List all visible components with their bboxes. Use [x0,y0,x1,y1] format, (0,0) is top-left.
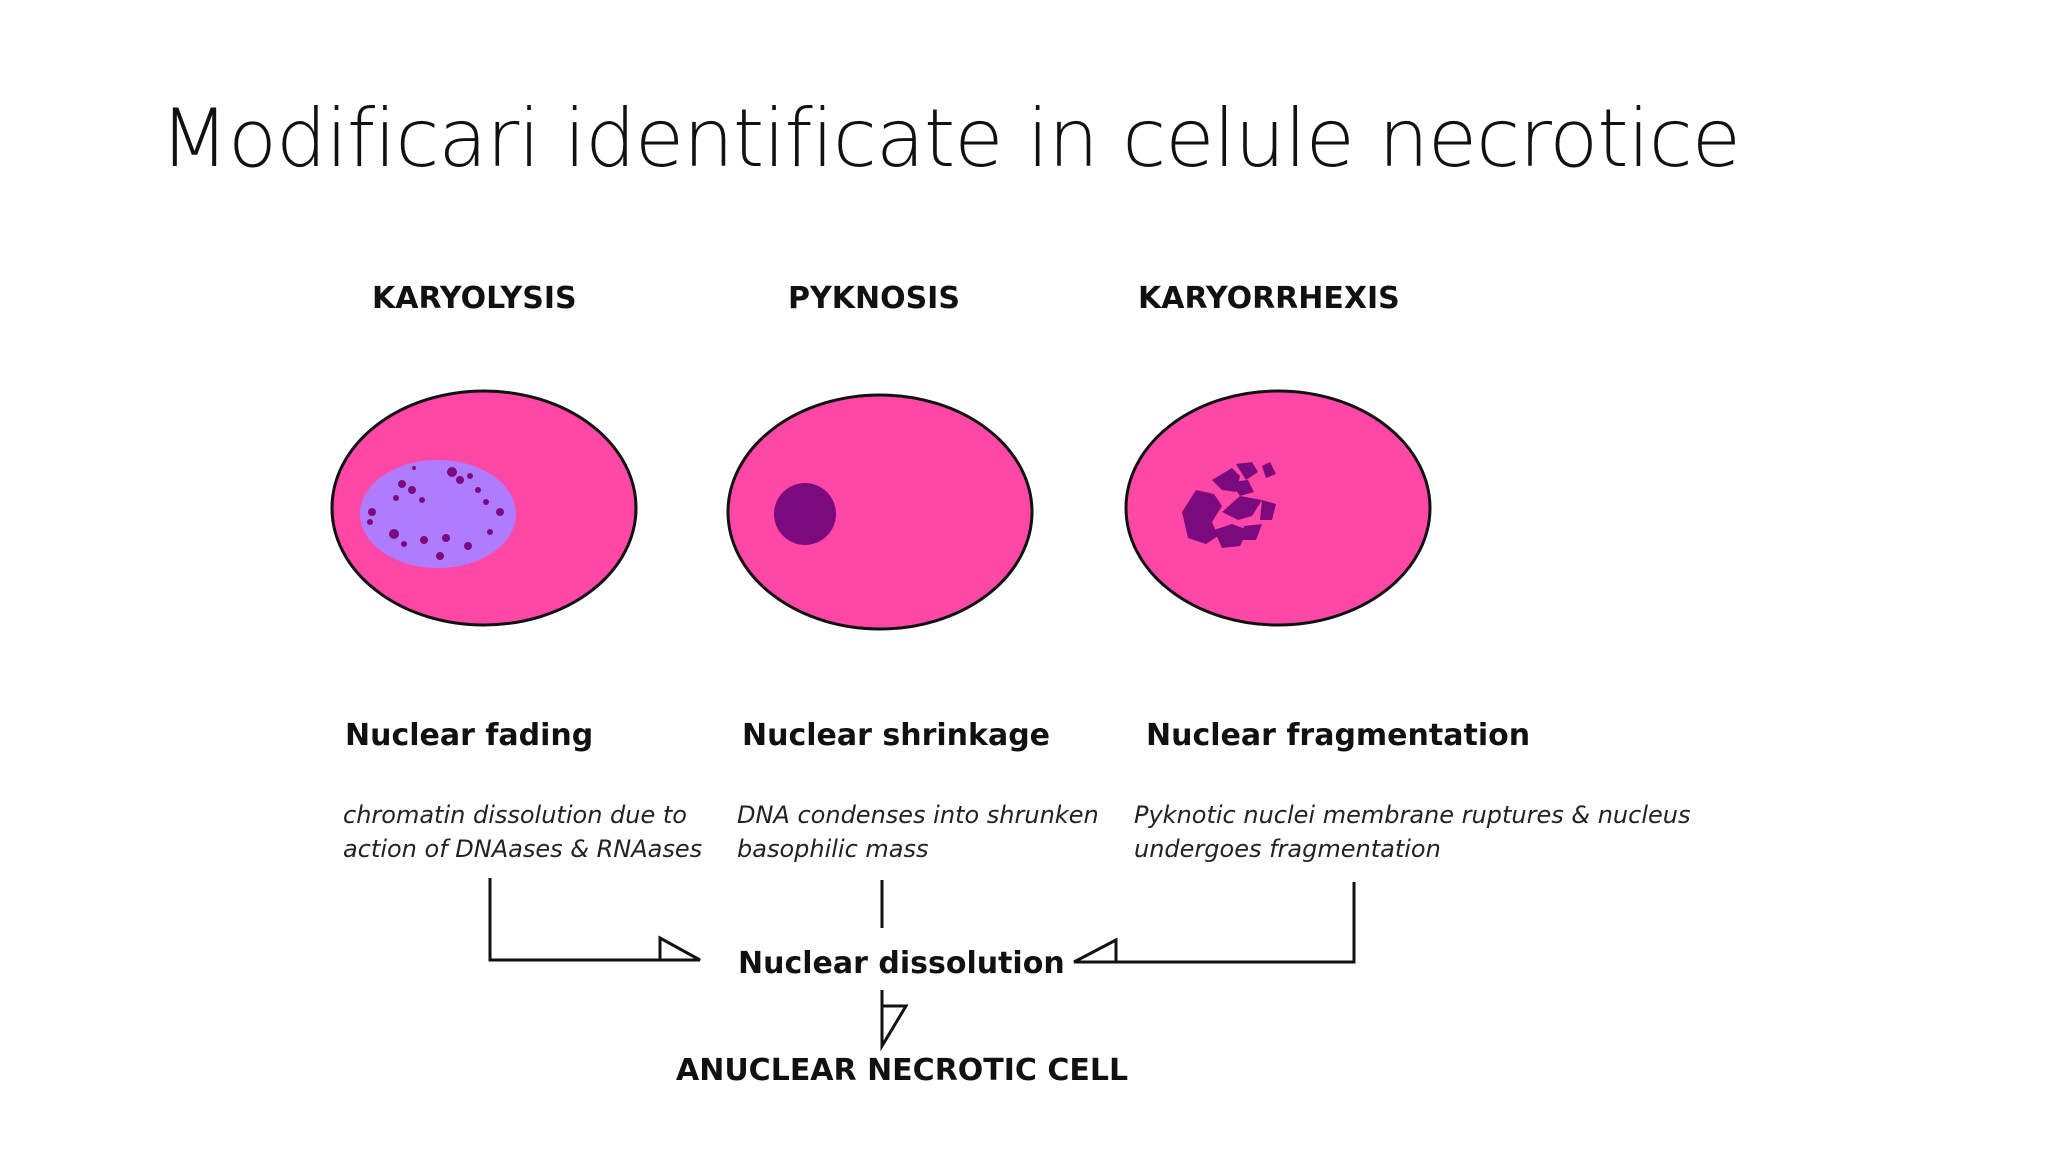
connector-right [1116,882,1356,964]
cytoplasm-pyknosis [726,393,1034,631]
nuclear-fragments [1182,462,1276,548]
arrowhead-down [880,1004,909,1052]
stage-heading-karyorrhexis: KARYORRHEXIS [1138,281,1400,316]
subtitle-karyorrhexis: Nuclear fragmentation [1146,718,1530,753]
merge-node-nuclear-dissolution: Nuclear dissolution [738,946,1065,981]
description-pyknosis-line1: DNA condenses into shrunken [737,801,1099,829]
description-karyorrhexis-line1: Pyknotic nuclei membrane ruptures & nucl… [1134,801,1690,829]
cell-karyorrhexis [1124,389,1432,627]
final-node-anuclear-necrotic-cell: ANUCLEAR NECROTIC CELL [676,1053,1128,1088]
slide-title: Modificari identificate in celule necrot… [160,92,1741,185]
cell-pyknosis [726,393,1034,631]
description-karyolysis-line1: chromatin dissolution due to [343,801,687,829]
cell-karyolysis [330,389,638,627]
chromatin-dots [367,466,504,560]
arrowhead-left [658,935,701,962]
shrunken-nucleus [774,483,836,545]
subtitle-karyolysis: Nuclear fading [345,718,593,753]
stage-heading-karyolysis: KARYOLYSIS [372,281,577,316]
description-pyknosis-line2: basophilic mass [737,835,929,863]
description-karyorrhexis-line2: undergoes fragmentation [1134,835,1441,863]
description-karyolysis-line2: action of DNAases & RNAases [343,835,702,863]
connector-left [488,878,660,962]
stage-heading-pyknosis: PYKNOSIS [788,281,960,316]
faded-nucleus [360,460,516,568]
cytoplasm-karyorrhexis [1124,389,1432,627]
arrowhead-right [1073,937,1118,964]
subtitle-pyknosis: Nuclear shrinkage [742,718,1050,753]
